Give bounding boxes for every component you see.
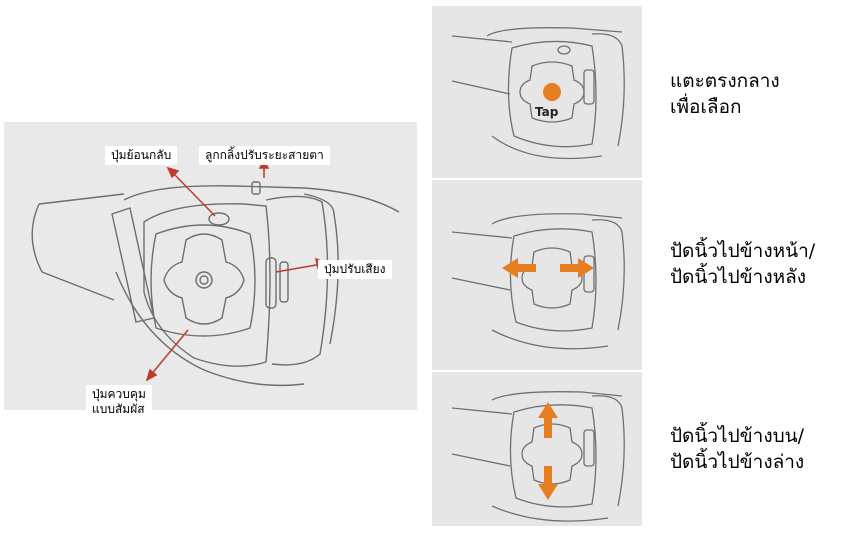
caption-tap-line2: เพื่อเลือก (670, 96, 742, 118)
gesture-tap-illustration: Tap (432, 6, 642, 178)
back-button-label: ปุ่มย้อนกลับ (105, 146, 178, 165)
focus-wheel-label: ลูกกลิ้งปรับระยะสายตา (199, 146, 330, 165)
caption-tap: แตะตรงกลาง เพื่อเลือก (670, 68, 780, 120)
touchpad-label: ปุ่มควบคุม แบบสัมผัส (86, 385, 152, 419)
swipe-horizontal-arrows (502, 258, 594, 278)
swipe-vertical-arrows (538, 402, 558, 500)
caption-tap-line1: แตะตรงกลาง (670, 70, 780, 92)
caption-swipe-vertical-line1: ปัดนิ้วไปข้างบน/ (670, 425, 805, 447)
volume-button-label: ปุ่มปรับเสียง (318, 260, 392, 279)
touchpad-label-line1: ปุ่มควบคุม (92, 387, 146, 401)
caption-swipe-vertical-line2: ปัดนิ้วไปข้างล่าง (670, 451, 805, 473)
tap-dot (543, 83, 561, 101)
tap-drawing (451, 27, 625, 160)
swipe-horizontal-drawing (451, 213, 625, 350)
gesture-horizontal-illustration (432, 180, 642, 370)
gesture-vertical-illustration (432, 372, 642, 526)
caption-swipe-horizontal: ปัดนิ้วไปข้างหน้า/ ปัดนิ้วไปข้างหลัง (670, 238, 815, 290)
touchpad-label-line2: แบบสัมผัส (92, 402, 145, 416)
caption-swipe-horizontal-line1: ปัดนิ้วไปข้างหน้า/ (670, 240, 816, 262)
headset-drawing (31, 158, 400, 387)
tap-overlay-label: Tap (535, 105, 559, 119)
caption-swipe-vertical: ปัดนิ้วไปข้างบน/ ปัดนิ้วไปข้างล่าง (670, 423, 804, 475)
caption-swipe-horizontal-line2: ปัดนิ้วไปข้างหลัง (670, 266, 807, 288)
swipe-vertical-drawing (451, 391, 625, 522)
